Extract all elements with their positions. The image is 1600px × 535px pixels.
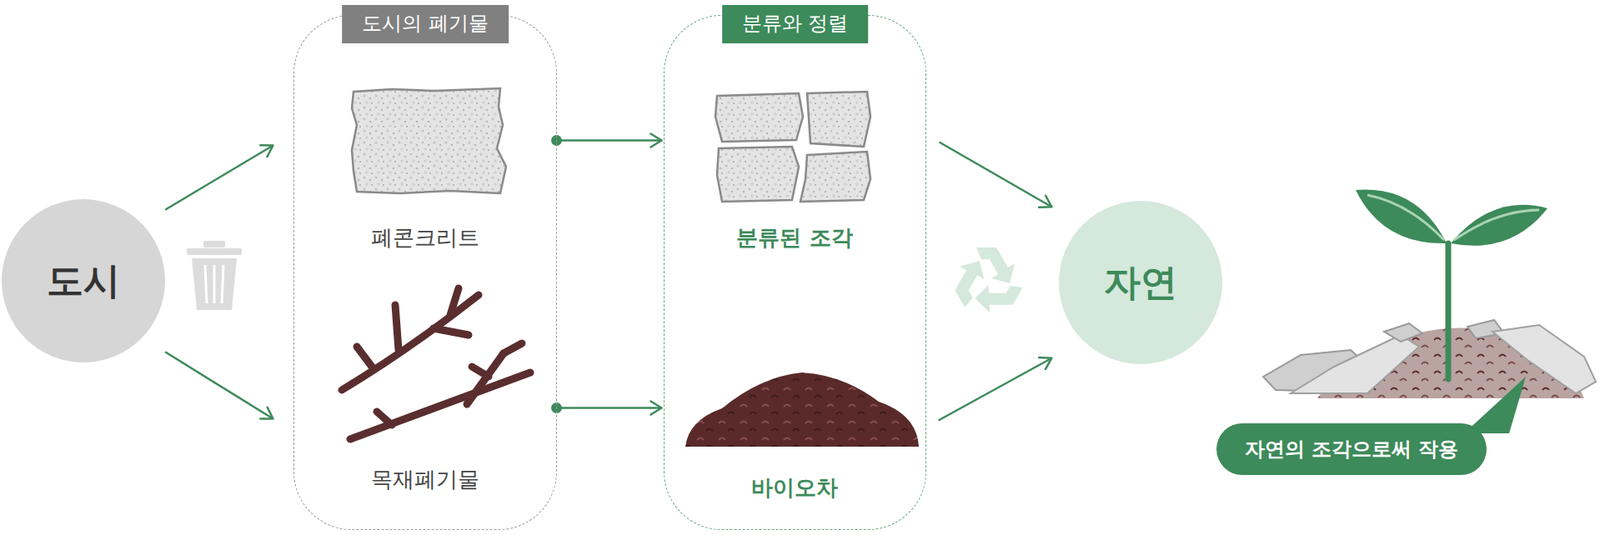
node-label: 목재폐기물 xyxy=(371,465,480,497)
node-label: 자연 xyxy=(1103,258,1178,308)
group-heading: 분류와 정렬 xyxy=(722,5,869,44)
sorted-item: 바이오차 xyxy=(667,316,923,505)
node-label: 분류된 조각 xyxy=(736,223,853,255)
node-label: 자연의 조각으로써 작용 xyxy=(1244,436,1460,463)
flow-arrow xyxy=(556,139,663,142)
recycle-icon xyxy=(945,247,1023,322)
flow-arrow xyxy=(938,358,1053,422)
city-circle: 도시 xyxy=(1,199,166,363)
flow-arrow xyxy=(165,145,273,211)
wood-branches xyxy=(341,288,531,440)
concrete-pieces xyxy=(715,91,871,202)
sorted-item: 분류된 조각 xyxy=(667,79,923,255)
callout-pointer xyxy=(1464,376,1526,434)
flow-arrow xyxy=(165,351,273,419)
node-label: 바이오차 xyxy=(751,473,838,505)
nature-circle: 자연 xyxy=(1058,200,1223,365)
trash-icon xyxy=(186,240,242,311)
node-label: 폐콘크리트 xyxy=(371,223,480,255)
group-heading: 도시의 폐기물 xyxy=(341,5,509,44)
concrete-slab xyxy=(351,88,507,194)
group-panel: 도시의 폐기물폐콘크리트목재폐기물 xyxy=(293,15,557,531)
node-label: 도시 xyxy=(46,256,121,306)
group-panel: 분류와 정렬분류된 조각바이오차 xyxy=(663,15,927,531)
sprout-scene xyxy=(1263,190,1596,399)
callout-pill: 자연의 조각으로써 작용 xyxy=(1216,423,1488,476)
waste-item: 폐콘크리트 xyxy=(296,79,554,255)
biochar-pile xyxy=(685,372,919,447)
flow-arrow xyxy=(556,406,663,410)
flow-arrow xyxy=(939,142,1053,208)
waste-item: 목재폐기물 xyxy=(296,316,554,497)
